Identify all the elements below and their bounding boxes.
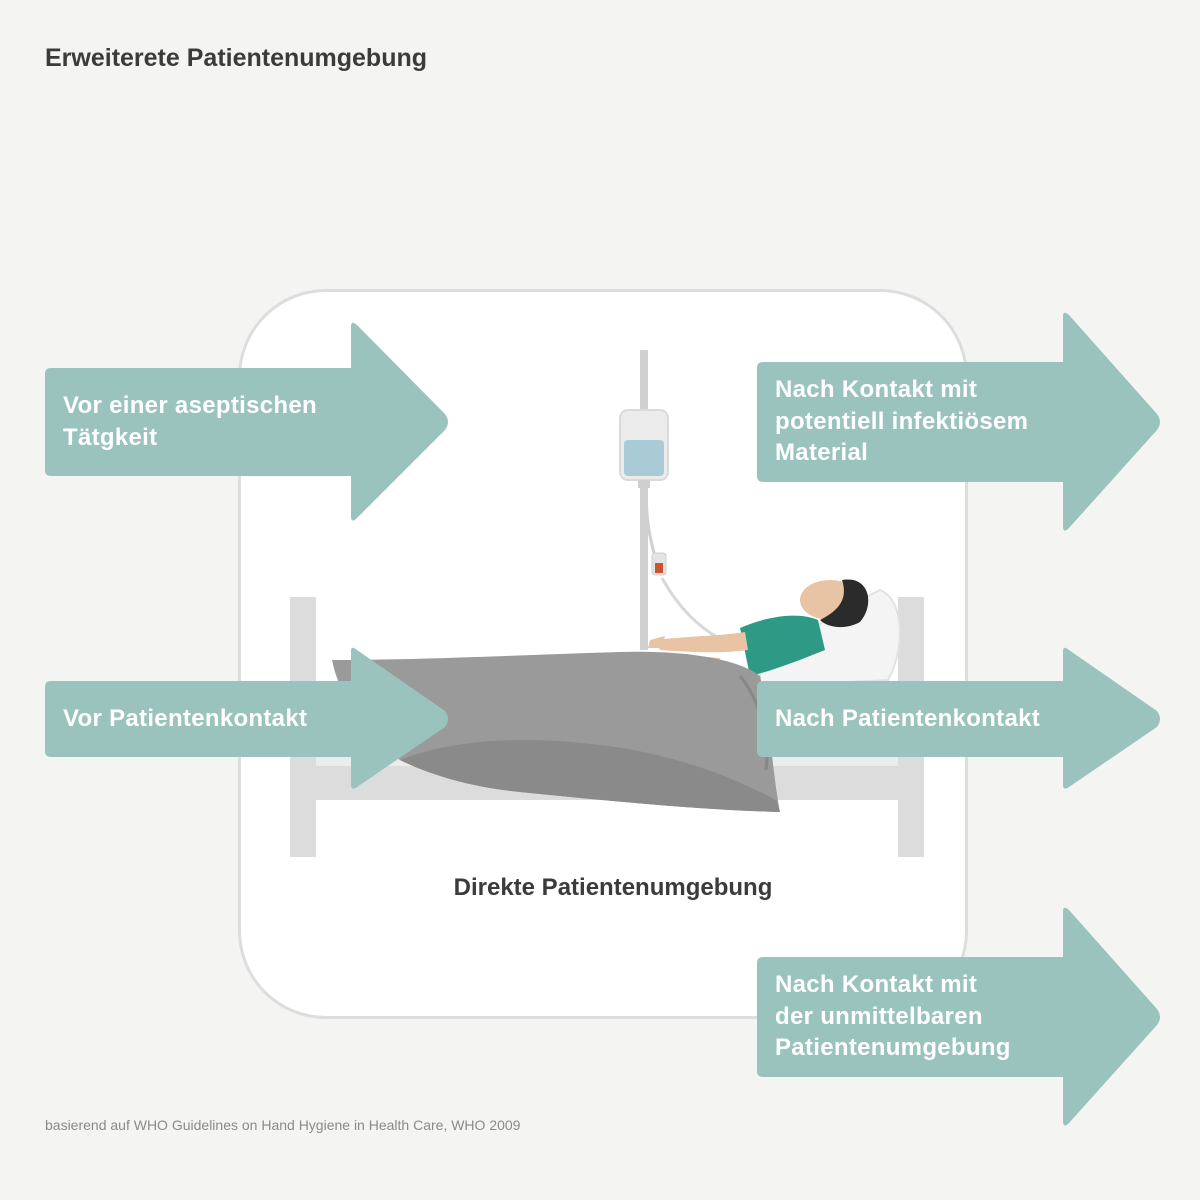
arrow-label: Vor einer aseptischen Tätgkeit — [63, 392, 317, 451]
outer-zone-title: Erweiterete Patientenumgebung — [45, 44, 428, 72]
source-note: basierend auf WHO Guidelines on Hand Hyg… — [45, 1117, 521, 1133]
arrow-label: Vor Patientenkontakt — [63, 705, 308, 732]
arrow-right-icon — [757, 647, 1160, 789]
arrow-label: Nach Patientenkontakt — [775, 705, 1041, 732]
iv-drip-icon — [619, 350, 723, 650]
arrow-label: Nach Kontakt mit der unmittelbaren Patie… — [775, 971, 1011, 1061]
arrow-label: Nach Kontakt mit potentiell infektiösem … — [775, 376, 1029, 466]
arrow-right-icon — [45, 322, 448, 521]
inner-zone-title: Direkte Patientenumgebung — [453, 874, 773, 901]
arrow-right-icon — [757, 312, 1160, 531]
arrow-right-icon — [45, 647, 448, 789]
arrow-right-icon — [757, 907, 1160, 1126]
